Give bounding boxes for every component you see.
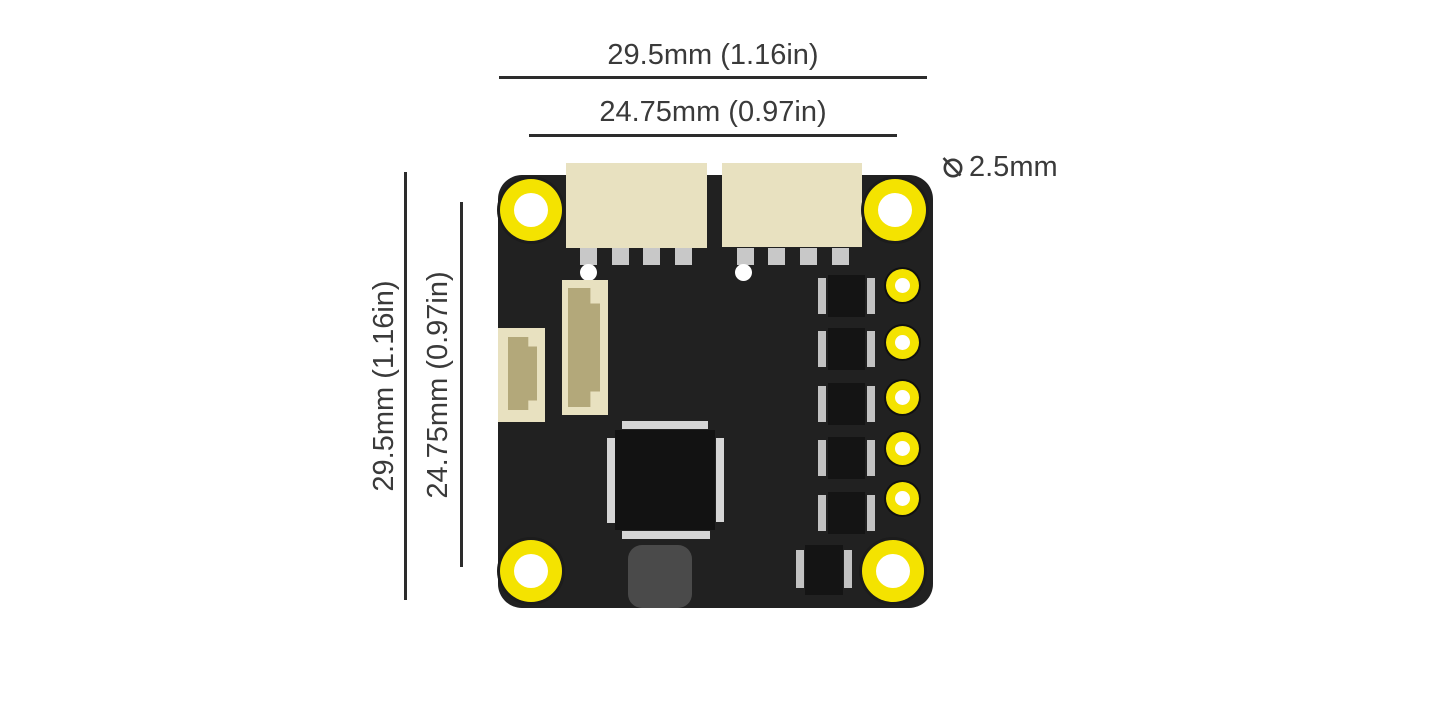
smd-component (828, 492, 865, 534)
smd-component (828, 437, 865, 479)
smd-pad (867, 440, 875, 476)
plated-hole (886, 381, 919, 414)
left-height-outer-label: 29.5mm (1.16in) (368, 280, 400, 492)
smd-pad (818, 440, 826, 476)
diameter-icon (942, 157, 963, 178)
plated-hole (886, 432, 919, 465)
plated-hole-bore (895, 335, 910, 350)
hole-diameter-label: 2.5mm (940, 150, 1058, 184)
smd-pad (867, 495, 875, 531)
connector-pin (737, 248, 754, 265)
plated-hole-bore (895, 491, 910, 506)
connector-pin (643, 248, 660, 265)
chip-pin-row-top (622, 421, 708, 429)
mounting-hole-bore (876, 554, 910, 588)
push-button (628, 545, 692, 608)
smd-pad (867, 331, 875, 367)
connector-pin (580, 248, 597, 265)
connector-pin (832, 248, 849, 265)
connector-pin (675, 248, 692, 265)
mounting-hole (862, 540, 924, 602)
mounting-hole (500, 179, 562, 241)
smd-pad (796, 550, 804, 588)
plated-hole-bore (895, 390, 910, 405)
connector-pin (800, 248, 817, 265)
left-edge-connector-slot (508, 337, 537, 410)
connector-pin (768, 248, 785, 265)
smd-pad (867, 278, 875, 314)
via-dot (580, 264, 597, 281)
smd-component (828, 275, 865, 317)
left-connector-slot (568, 288, 600, 407)
smd-pad (818, 495, 826, 531)
plated-hole-bore (895, 278, 910, 293)
top-connector-right (722, 163, 862, 247)
mounting-hole (864, 179, 926, 241)
left-height-outer-line (404, 172, 407, 600)
via-dot (735, 264, 752, 281)
chip-pin-row-bottom (622, 531, 710, 539)
top-width-inner-line (529, 134, 897, 137)
left-height-inner-label: 24.75mm (0.97in) (422, 271, 454, 499)
plated-hole-bore (895, 441, 910, 456)
mounting-hole (500, 540, 562, 602)
smd-pad (818, 386, 826, 422)
top-connector-left (566, 163, 707, 248)
smd-component (805, 545, 843, 595)
top-width-inner-label: 24.75mm (0.97in) (599, 96, 827, 128)
smd-component (828, 328, 865, 370)
smd-pad (844, 550, 852, 588)
plated-hole (886, 482, 919, 515)
top-width-outer-label: 29.5mm (1.16in) (607, 39, 819, 71)
mounting-hole-bore (514, 193, 548, 227)
mounting-hole-bore (878, 193, 912, 227)
left-height-inner-line (460, 202, 463, 567)
connector-pin (612, 248, 629, 265)
plated-hole (886, 269, 919, 302)
chip-pin-row-right (716, 438, 724, 522)
chip-pin-row-left (607, 438, 615, 523)
mounting-hole-bore (514, 554, 548, 588)
smd-component (828, 383, 865, 425)
hole-diameter-value: 2.5mm (969, 151, 1058, 183)
smd-pad (867, 386, 875, 422)
smd-pad (818, 278, 826, 314)
smd-pad (818, 331, 826, 367)
plated-hole (886, 326, 919, 359)
main-chip (615, 430, 715, 530)
top-width-outer-line (499, 76, 927, 79)
